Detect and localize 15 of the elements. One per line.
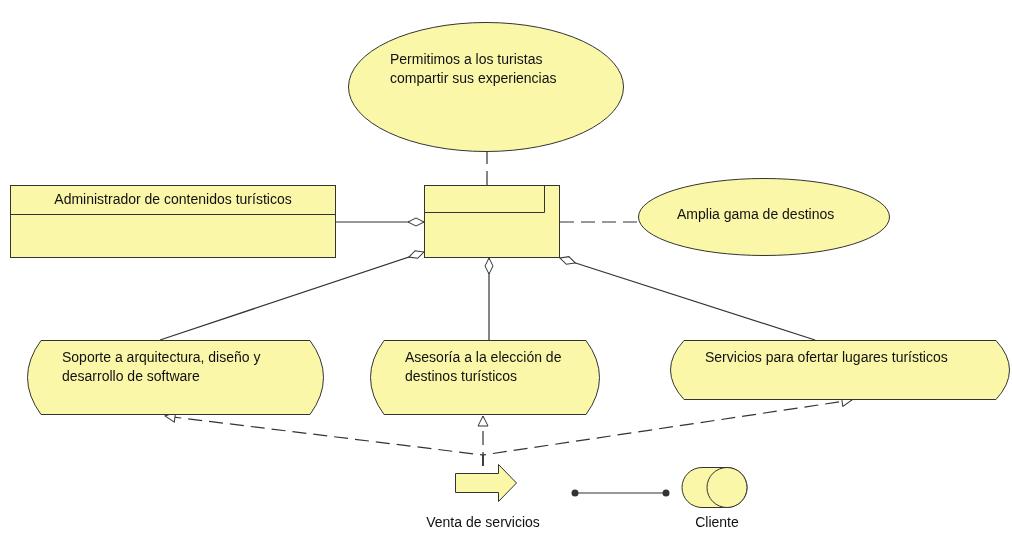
value-label: Amplia gama de destinos [677, 205, 836, 224]
process-label: Venta de servicios [425, 513, 541, 532]
value-label: Permitimos a los turistas compartir sus experiencias [390, 50, 558, 88]
connector-line [559, 221, 639, 223]
connector-line [559, 256, 816, 341]
connector-line [484, 257, 494, 341]
component-label: Administrador de contenidos turísticos [53, 190, 293, 209]
service-label: Asesoría a la elección de destinos turísticos [405, 348, 563, 386]
connector-line [571, 489, 670, 497]
connector-line [335, 217, 425, 227]
connector-line [486, 151, 488, 186]
role-label: Cliente [694, 513, 740, 532]
connector-line [159, 250, 425, 341]
service-label: Servicios para ofertar lugares turísticos [705, 348, 949, 367]
service-label: Soporte a arquitectura, diseño y desarrollo de software [62, 348, 262, 386]
